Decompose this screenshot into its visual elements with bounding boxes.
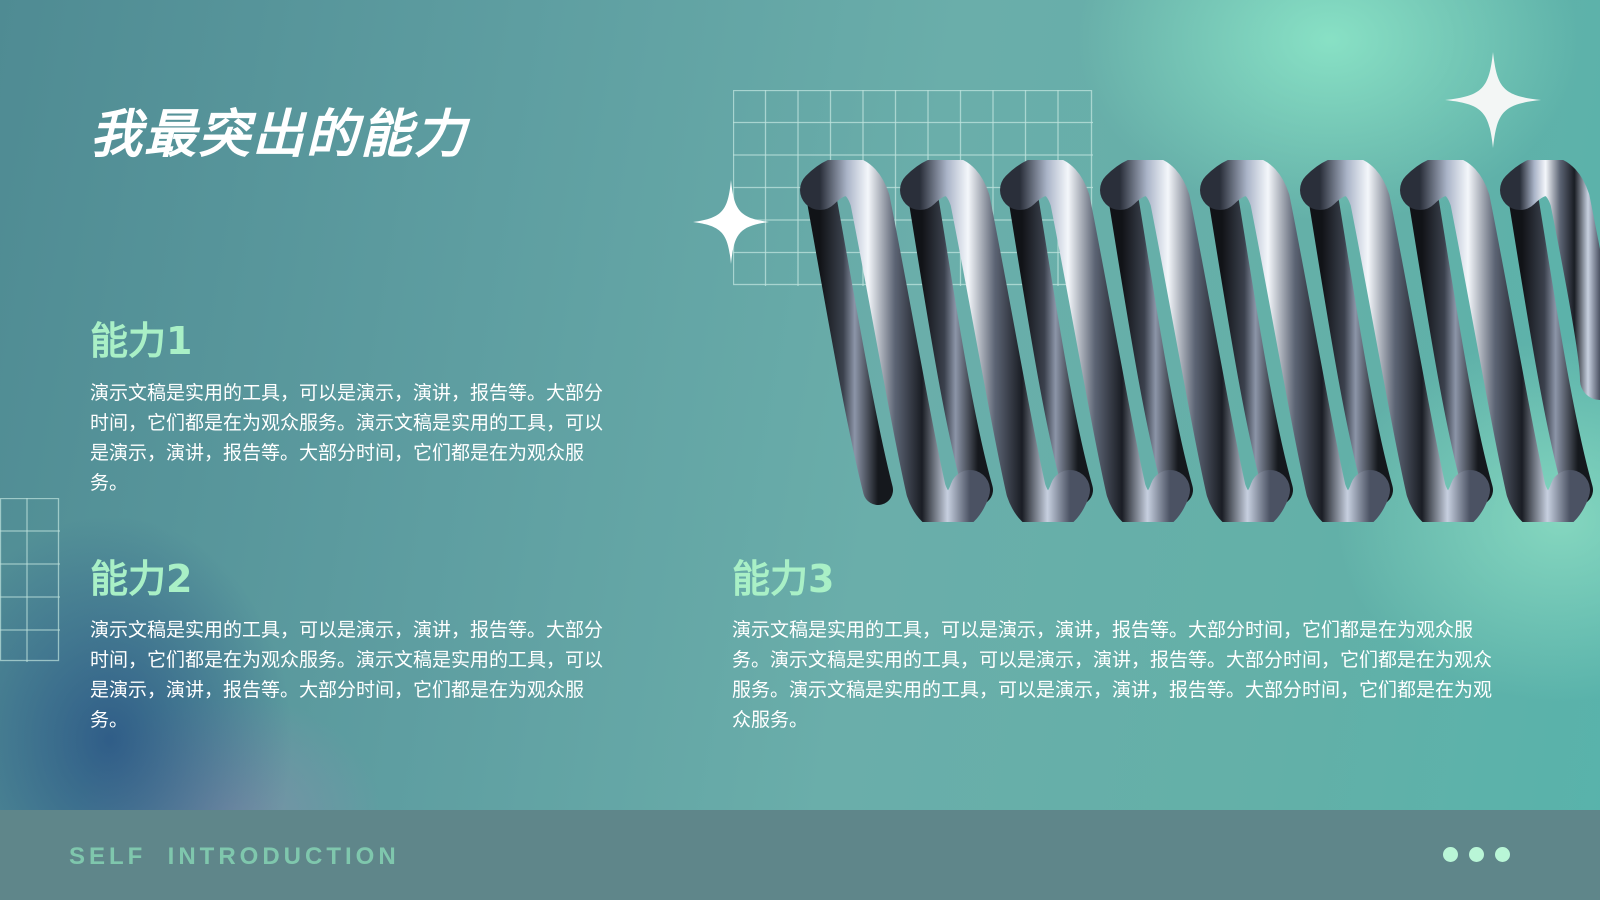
- footer-label: SELF INTRODUCTION: [69, 843, 400, 870]
- ability-3-heading: 能力3: [732, 557, 835, 601]
- dot: [1443, 847, 1458, 862]
- sparkle-icon: [1445, 52, 1541, 148]
- grid-pattern-left: [0, 498, 60, 662]
- footer-bar: SELF INTRODUCTION: [0, 810, 1600, 900]
- ability-2-text: 演示文稿是实用的工具，可以是演示，演讲，报告等。大部分时间，它们都是在为观众服务…: [90, 619, 604, 731]
- three-dots-icon: [1443, 847, 1510, 862]
- ability-1-text: 演示文稿是实用的工具，可以是演示，演讲，报告等。大部分时间，它们都是在为观众服务…: [90, 382, 604, 494]
- dot: [1469, 847, 1484, 862]
- sparkle-icon: [693, 180, 769, 264]
- metal-coil-spring-image: [800, 160, 1600, 522]
- ability-1-heading: 能力1: [90, 319, 193, 363]
- page-title: 我最突出的能力: [90, 105, 469, 165]
- dot: [1495, 847, 1510, 862]
- ability-3-text: 演示文稿是实用的工具，可以是演示，演讲，报告等。大部分时间，它们都是在为观众服务…: [732, 619, 1493, 731]
- ability-2-heading: 能力2: [90, 557, 193, 601]
